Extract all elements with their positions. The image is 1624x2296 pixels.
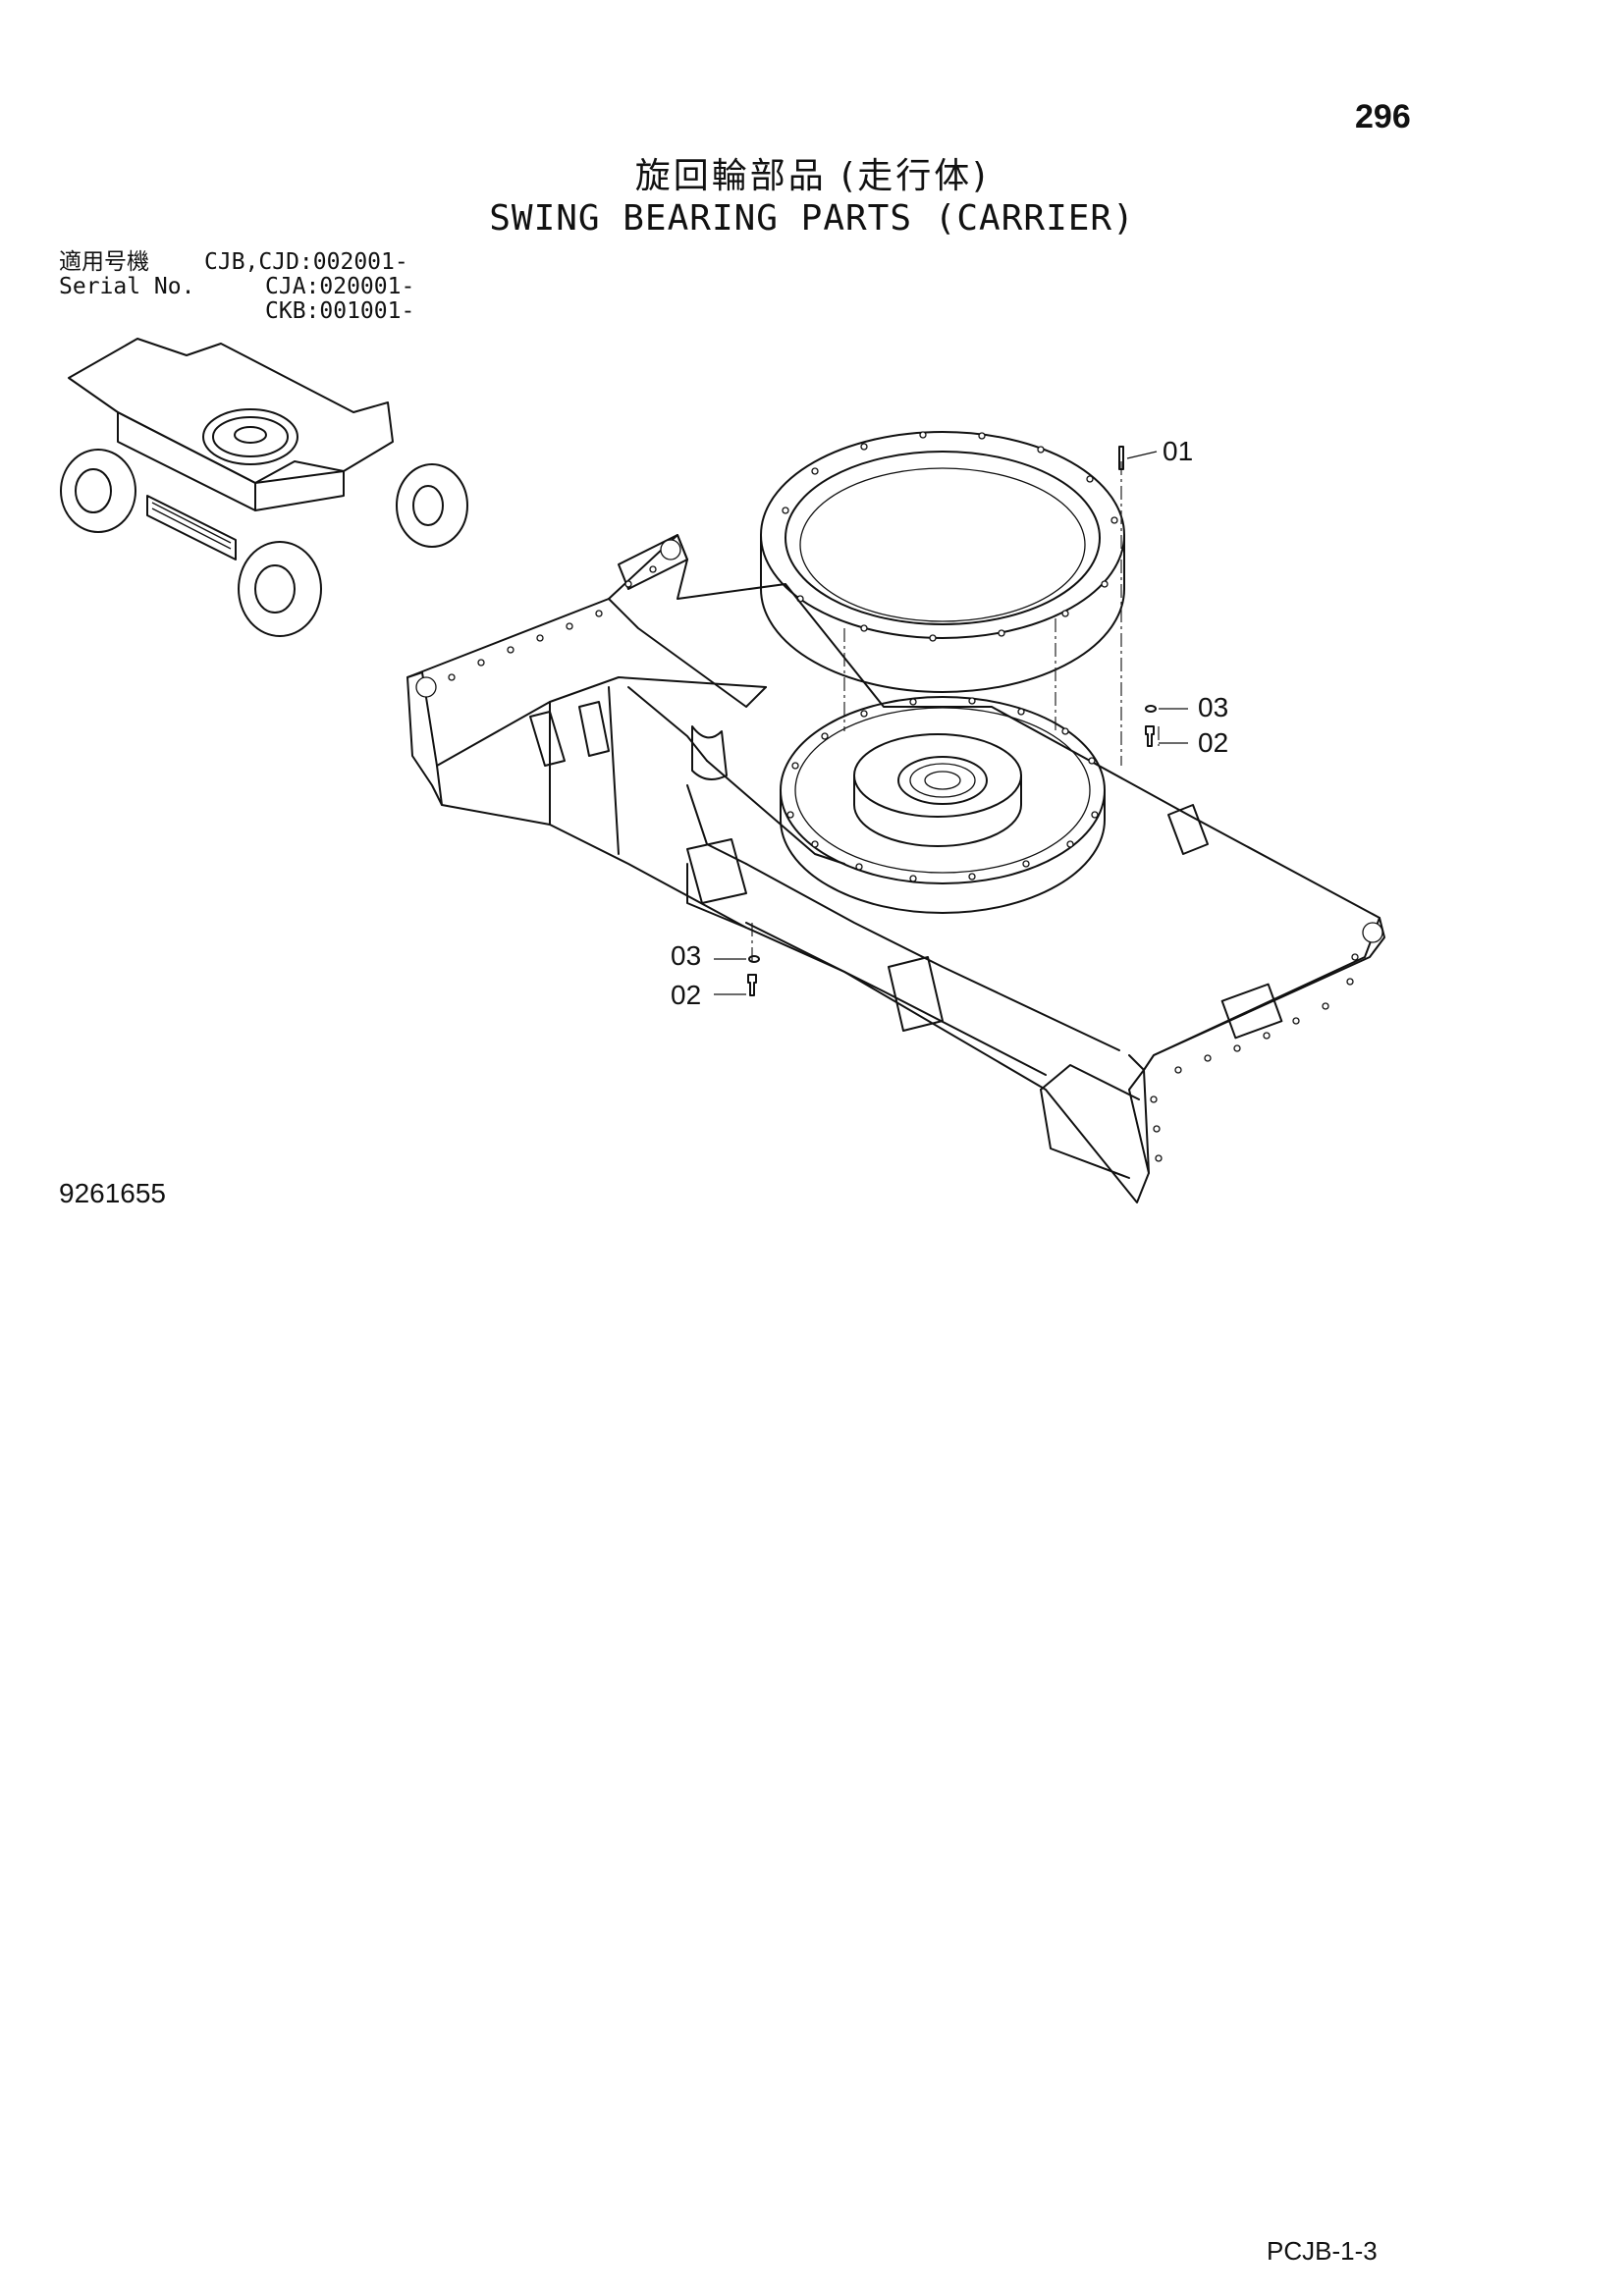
callout-02-top: 02 <box>1198 727 1229 758</box>
serial-range-3: CKB:001001- <box>265 298 415 324</box>
serial-range-2: CJA:020001- <box>265 274 415 299</box>
drawing-number: 9261655 <box>59 1178 167 1208</box>
callout-02-bottom: 02 <box>671 980 702 1010</box>
serial-label-japanese: 適用号機 <box>59 249 149 275</box>
serial-range-1: CJB,CJD:002001- <box>204 249 408 275</box>
carrier-frame <box>406 534 1385 1203</box>
catalog-page-code: PCJB-1-3 <box>1267 2236 1378 2266</box>
washer-part-bottom <box>714 955 760 963</box>
page-number: 296 <box>1355 98 1411 135</box>
swing-bearing-ring <box>760 431 1125 693</box>
callout-03-top: 03 <box>1198 692 1229 722</box>
serial-number-block: 適用号機 CJB,CJD:002001- Serial No. CJA:0200… <box>59 250 540 324</box>
bearing-mounting-flange <box>780 696 1106 914</box>
callout-03-bottom: 03 <box>671 940 702 971</box>
serial-label-english: Serial No. <box>59 274 195 299</box>
grease-fitting-part <box>1118 446 1158 470</box>
bolt-part-top <box>1145 725 1188 747</box>
callout-01: 01 <box>1163 436 1194 466</box>
page-title-japanese: 旋回輪部品 (走行体) <box>634 156 990 196</box>
alignment-lines <box>751 461 1160 962</box>
bolt-part-bottom <box>714 974 757 996</box>
carrier-overview-thumbnail <box>60 338 468 637</box>
page-title-english: SWING BEARING PARTS (CARRIER) <box>489 198 1135 239</box>
washer-part-top <box>1145 705 1188 713</box>
